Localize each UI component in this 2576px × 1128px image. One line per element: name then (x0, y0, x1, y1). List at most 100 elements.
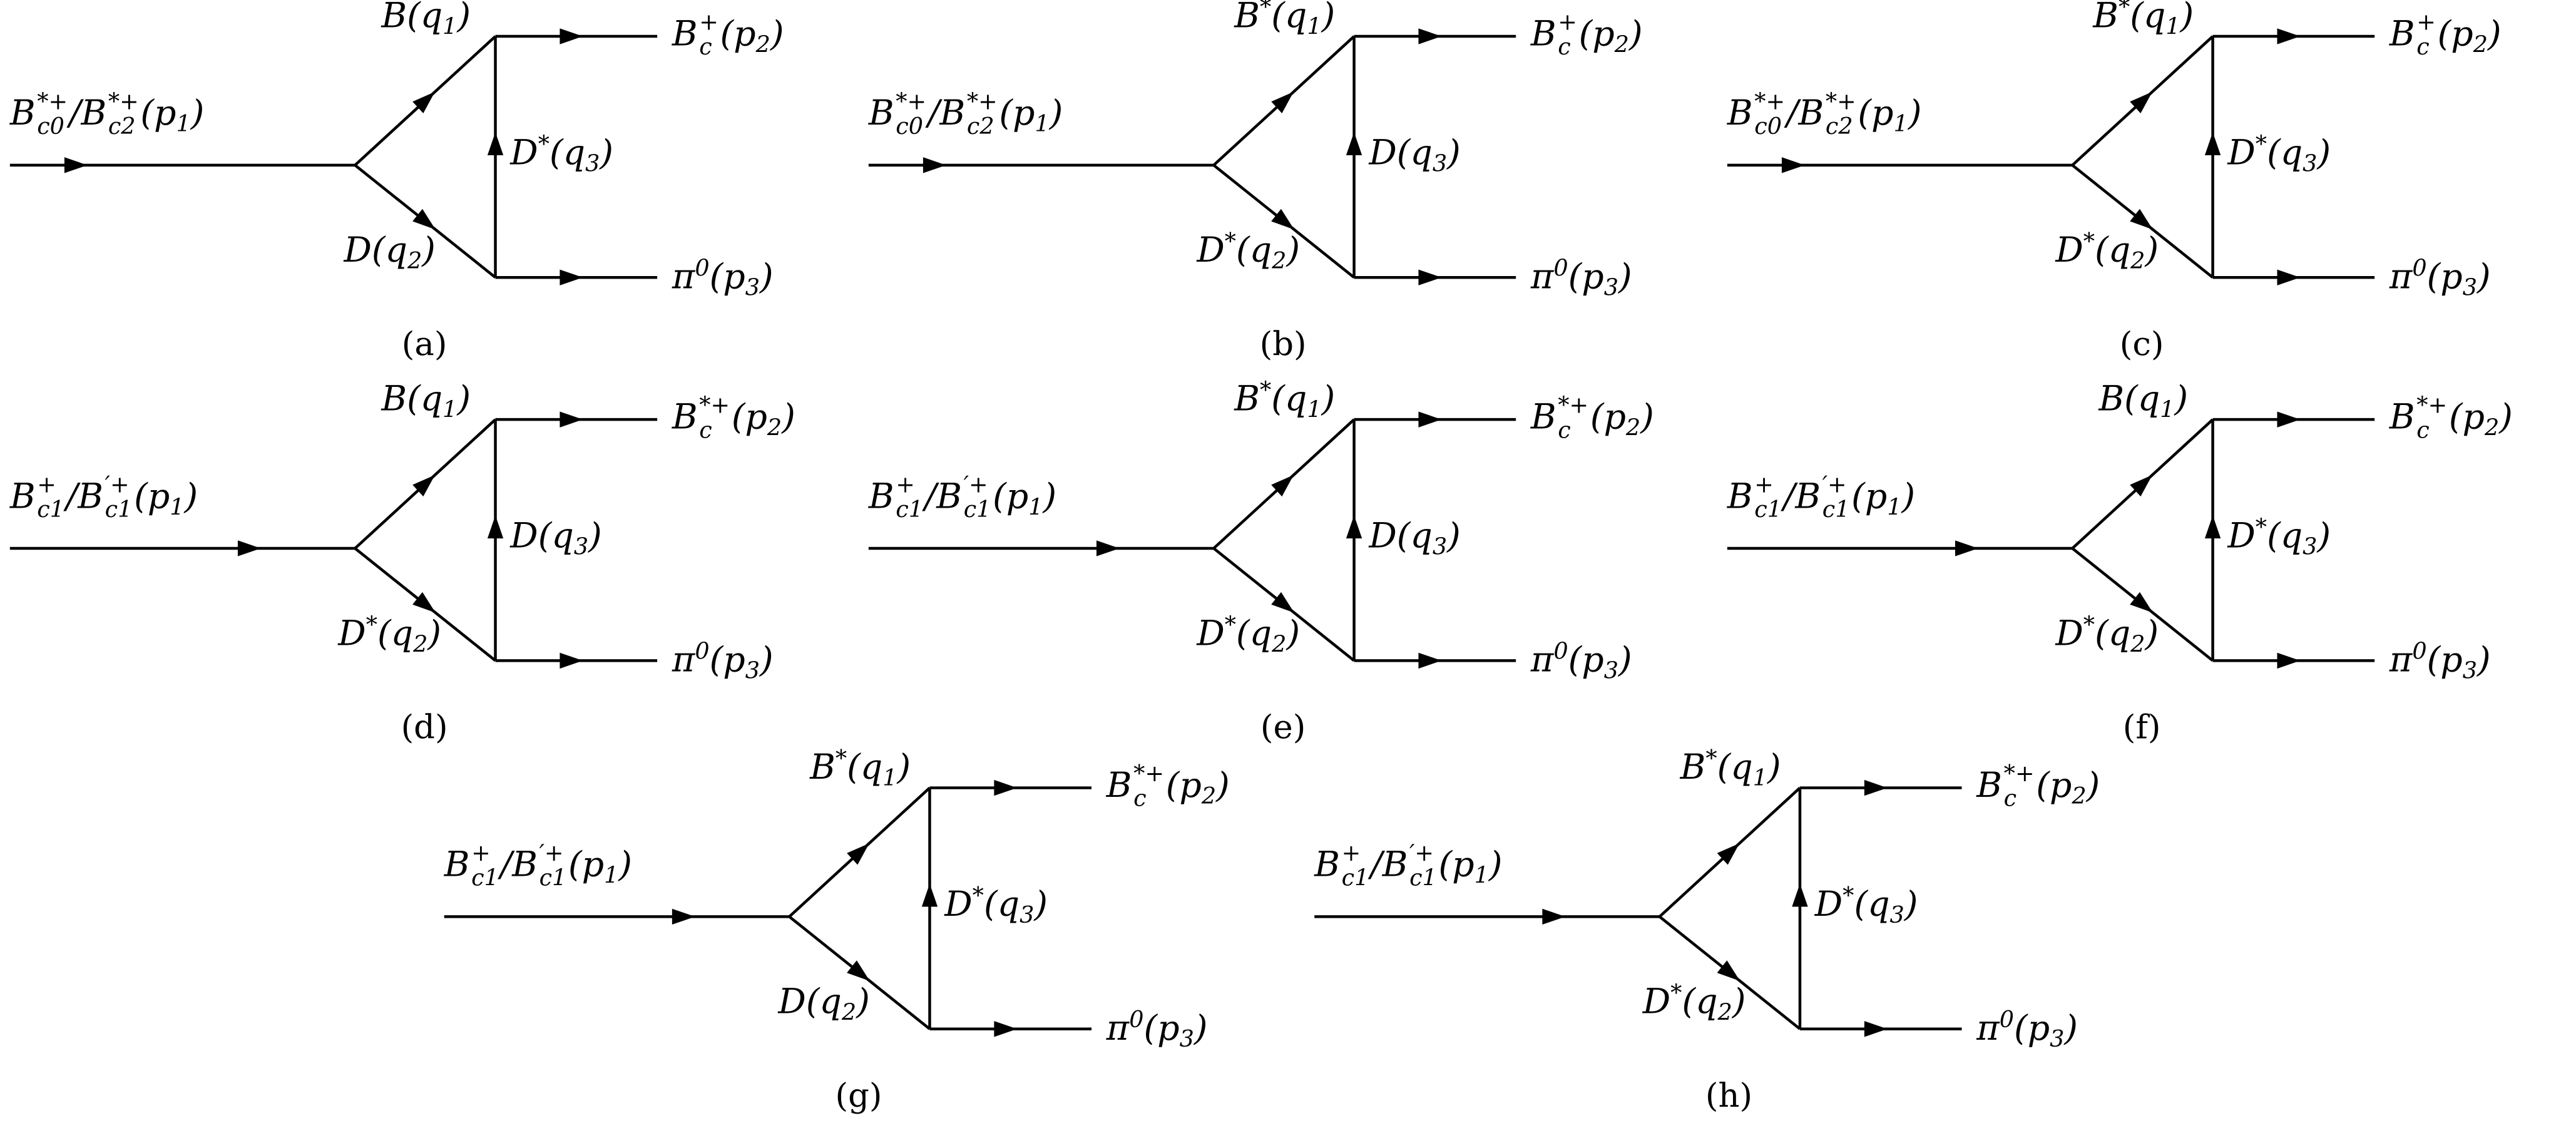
outgoing-bottom-particle-label: π0(p3) (672, 255, 774, 302)
loop-top-propagator-label: B*(q1) (1234, 0, 1335, 39)
script-letter: B (1234, 0, 1260, 36)
diagram-graphics (868, 411, 1516, 669)
loop-right-propagator-label: D(q3) (510, 516, 602, 561)
script-letter: D (510, 516, 538, 556)
incoming-particle-label: B*+c0/B*+c2(p1) (9, 89, 205, 141)
momentum-arrow-icon (64, 157, 88, 173)
momentum-arrow-icon (1271, 91, 1294, 113)
diagram-graphics (1727, 28, 2375, 285)
loop-top-propagator-label: B*(q1) (1234, 377, 1336, 424)
momentum-arrow-icon (487, 132, 504, 156)
loop-right-propagator-label: D*(q3) (1814, 883, 1918, 930)
loop-top-propagator-label: B*(q1) (2093, 0, 2194, 39)
momentum-arrow-icon (487, 515, 504, 539)
momentum-arrow-icon (237, 540, 261, 556)
loop-bottom-propagator-label: D*(q2) (1197, 229, 1301, 275)
diagram-graphics (444, 779, 1092, 1037)
momentum-arrow-icon (560, 28, 583, 44)
script-letter: D (1369, 516, 1397, 556)
diagram-graphics (868, 28, 1516, 285)
momentum-arrow-icon (2130, 474, 2153, 497)
diagram-caption: (f) (2122, 707, 2161, 747)
script-letter: D (944, 884, 973, 925)
loop-top-propagator-label: B(q1) (2098, 379, 2189, 424)
loop-bottom-propagator-label: D(q2) (344, 230, 436, 275)
momentum-arrow-icon (1271, 592, 1294, 613)
momentum-arrow-icon (847, 843, 869, 865)
feynman-diagram-b: B*+c0/B*+c2(p1)B*(q1)D*(q2)D(q3)B+c(p2)π… (859, 0, 1717, 377)
momentum-arrow-icon (923, 157, 946, 173)
momentum-arrow-icon (2130, 208, 2153, 230)
incoming-particle-label: B+c1/B′+c1(p1) (1314, 841, 1503, 892)
momentum-arrow-icon (1346, 132, 1362, 156)
outgoing-bottom-particle-label: π0(p3) (2389, 638, 2491, 685)
diagram-caption: (e) (1260, 707, 1306, 747)
script-letter: D (344, 230, 372, 270)
script-letter: D (2055, 230, 2083, 270)
loop-top-propagator-label: B(q1) (381, 0, 471, 39)
script-letter: D (1814, 884, 1843, 925)
incoming-particle-label: B+c1/B′+c1(p1) (444, 841, 633, 892)
momentum-arrow-icon (1781, 157, 1805, 173)
diagram-graphics (1314, 779, 1962, 1037)
feynman-diagram-g: B+c1/B′+c1(p1)B*(q1)D(q2)D*(q3)B*+c(p2)π… (434, 748, 1293, 1128)
momentum-arrow-icon (1418, 269, 1442, 285)
incoming-particle-label: B+c1/B′+c1(p1) (9, 472, 198, 524)
script-letter: D (1197, 230, 1225, 270)
script-letter: B (1680, 747, 1706, 787)
momentum-arrow-icon (847, 960, 870, 982)
feynman-diagram-a: B*+c0/B*+c2(p1) B(q1) D(q2) D*(q3) B+c(p2) π0… (0, 0, 859, 377)
outgoing-bottom-particle-label: π0(p3) (1530, 638, 1632, 685)
diagram-graphics (1727, 411, 2375, 669)
outgoing-top-particle-label: B+c(p2) (1530, 9, 1643, 61)
outgoing-top-particle-label: B+c(p2) (672, 9, 784, 61)
incoming-particle-label: B*+c0/B*+c2(p1) (868, 89, 1063, 141)
outgoing-bottom-particle-label: π0(p3) (672, 638, 774, 685)
outgoing-top-particle-label: B*+c(p2) (1530, 393, 1654, 444)
incoming-particle-label: B+c1/B′+c1(p1) (1727, 472, 1916, 524)
script-letter: B (2098, 379, 2125, 419)
diagram-caption: (h) (1705, 1075, 1753, 1115)
diagram-graphics (9, 411, 658, 669)
momentum-arrow-icon (1418, 411, 1442, 428)
diagram-graphics (9, 28, 658, 285)
momentum-arrow-icon (412, 592, 436, 613)
momentum-arrow-icon (412, 474, 435, 497)
loop-right-propagator-label: D(q3) (1369, 133, 1461, 178)
script-letter: D (1369, 133, 1397, 173)
outgoing-top-particle-label: B*+c(p2) (1106, 761, 1230, 813)
momentum-arrow-icon (560, 652, 583, 669)
momentum-arrow-icon (2204, 515, 2221, 539)
momentum-arrow-icon (1096, 540, 1120, 556)
momentum-arrow-icon (412, 208, 436, 230)
loop-bottom-propagator-label: D(q2) (778, 982, 870, 1027)
momentum-arrow-icon (1864, 779, 1888, 796)
momentum-arrow-icon (1864, 1021, 1888, 1037)
script-letter: D (510, 133, 538, 173)
diagram-caption: (b) (1259, 324, 1307, 364)
loop-right-propagator-label: D(q3) (1369, 516, 1461, 561)
momentum-arrow-icon (1346, 515, 1362, 539)
loop-bottom-propagator-label: D*(q2) (1197, 612, 1301, 659)
script-letter: B (810, 747, 836, 787)
momentum-arrow-icon (1792, 883, 1808, 907)
loop-right-propagator-label: D*(q3) (510, 131, 614, 178)
loop-bottom-propagator-label: D*(q2) (338, 612, 442, 659)
momentum-arrow-icon (2277, 652, 2301, 669)
script-letter: D (778, 982, 806, 1022)
script-letter: B (2093, 0, 2119, 36)
outgoing-top-particle-label: B*+c(p2) (2389, 393, 2513, 444)
momentum-arrow-icon (994, 779, 1018, 796)
script-letter: B (381, 379, 407, 419)
outgoing-bottom-particle-label: π0(p3) (2389, 255, 2491, 302)
momentum-arrow-icon (2204, 132, 2221, 156)
incoming-particle-label: B*+c0/B*+c2(p1) (1727, 89, 1922, 141)
momentum-arrow-icon (1271, 208, 1294, 230)
momentum-arrow-icon (1271, 474, 1294, 497)
script-letter: B (1234, 379, 1260, 419)
momentum-arrow-icon (1717, 843, 1740, 865)
outgoing-top-particle-label: B*+c(p2) (1976, 761, 2100, 813)
momentum-arrow-icon (1418, 28, 1442, 44)
diagram-caption: (a) (401, 324, 447, 364)
